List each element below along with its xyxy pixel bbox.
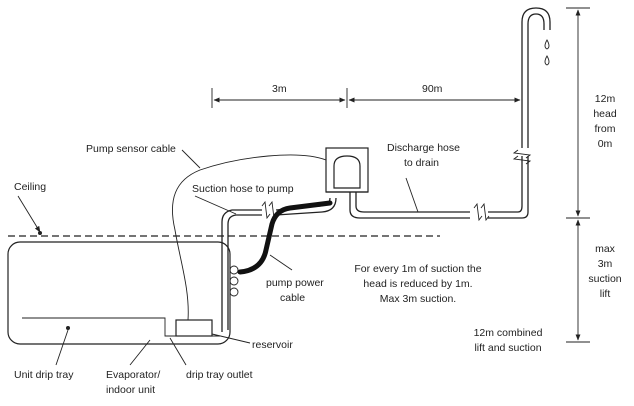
reservoir — [175, 319, 213, 337]
indoor-unit — [7, 241, 231, 345]
head-line-3: from — [595, 123, 616, 135]
label-pump-power-1: pump power — [266, 277, 324, 289]
label-discharge-hose-1: Discharge hose — [387, 142, 460, 154]
head-line-4: 0m — [598, 138, 613, 150]
dimension-3m: 3m — [272, 83, 287, 95]
pump-power-cable — [237, 200, 333, 275]
lift-line-2: 3m — [598, 258, 613, 270]
note-line-2: head is reduced by 1m. — [363, 278, 472, 290]
pump — [325, 147, 369, 193]
label-unit-drip-tray: Unit drip tray — [14, 369, 74, 381]
water-drop — [544, 55, 550, 66]
combined-line-2: lift and suction — [474, 342, 541, 354]
suction-hose — [221, 209, 262, 332]
port-3 — [229, 287, 239, 297]
label-evaporator-1: Evaporator/ — [106, 369, 160, 381]
label-reservoir: reservoir — [252, 339, 293, 351]
label-suction-hose: Suction hose to pump — [192, 183, 294, 195]
note-line-1: For every 1m of suction the — [354, 263, 481, 275]
label-discharge-hose-2: to drain — [404, 157, 439, 169]
label-drip-tray-outlet: drip tray outlet — [186, 369, 253, 381]
pump-sensor-cable — [172, 154, 327, 321]
head-line-1: 12m — [595, 93, 616, 105]
label-pump-sensor-cable: Pump sensor cable — [86, 143, 176, 155]
unit-drip-tray — [22, 317, 220, 337]
lift-line-4: lift — [600, 288, 611, 300]
combined-line-1: 12m combined — [474, 327, 543, 339]
lift-line-1: max — [595, 243, 616, 255]
discharge-hose — [349, 192, 470, 219]
dimension-90m: 90m — [422, 83, 443, 95]
port-1 — [229, 265, 239, 275]
water-drop — [544, 39, 550, 50]
lift-line-3: suction — [588, 273, 621, 285]
label-evaporator-2: indoor unit — [106, 384, 155, 396]
head-line-2: head — [593, 108, 617, 120]
note-line-3: Max 3m suction. — [380, 293, 456, 305]
port-2 — [229, 276, 239, 286]
label-pump-power-2: cable — [280, 292, 305, 304]
label-ceiling: Ceiling — [14, 181, 46, 193]
